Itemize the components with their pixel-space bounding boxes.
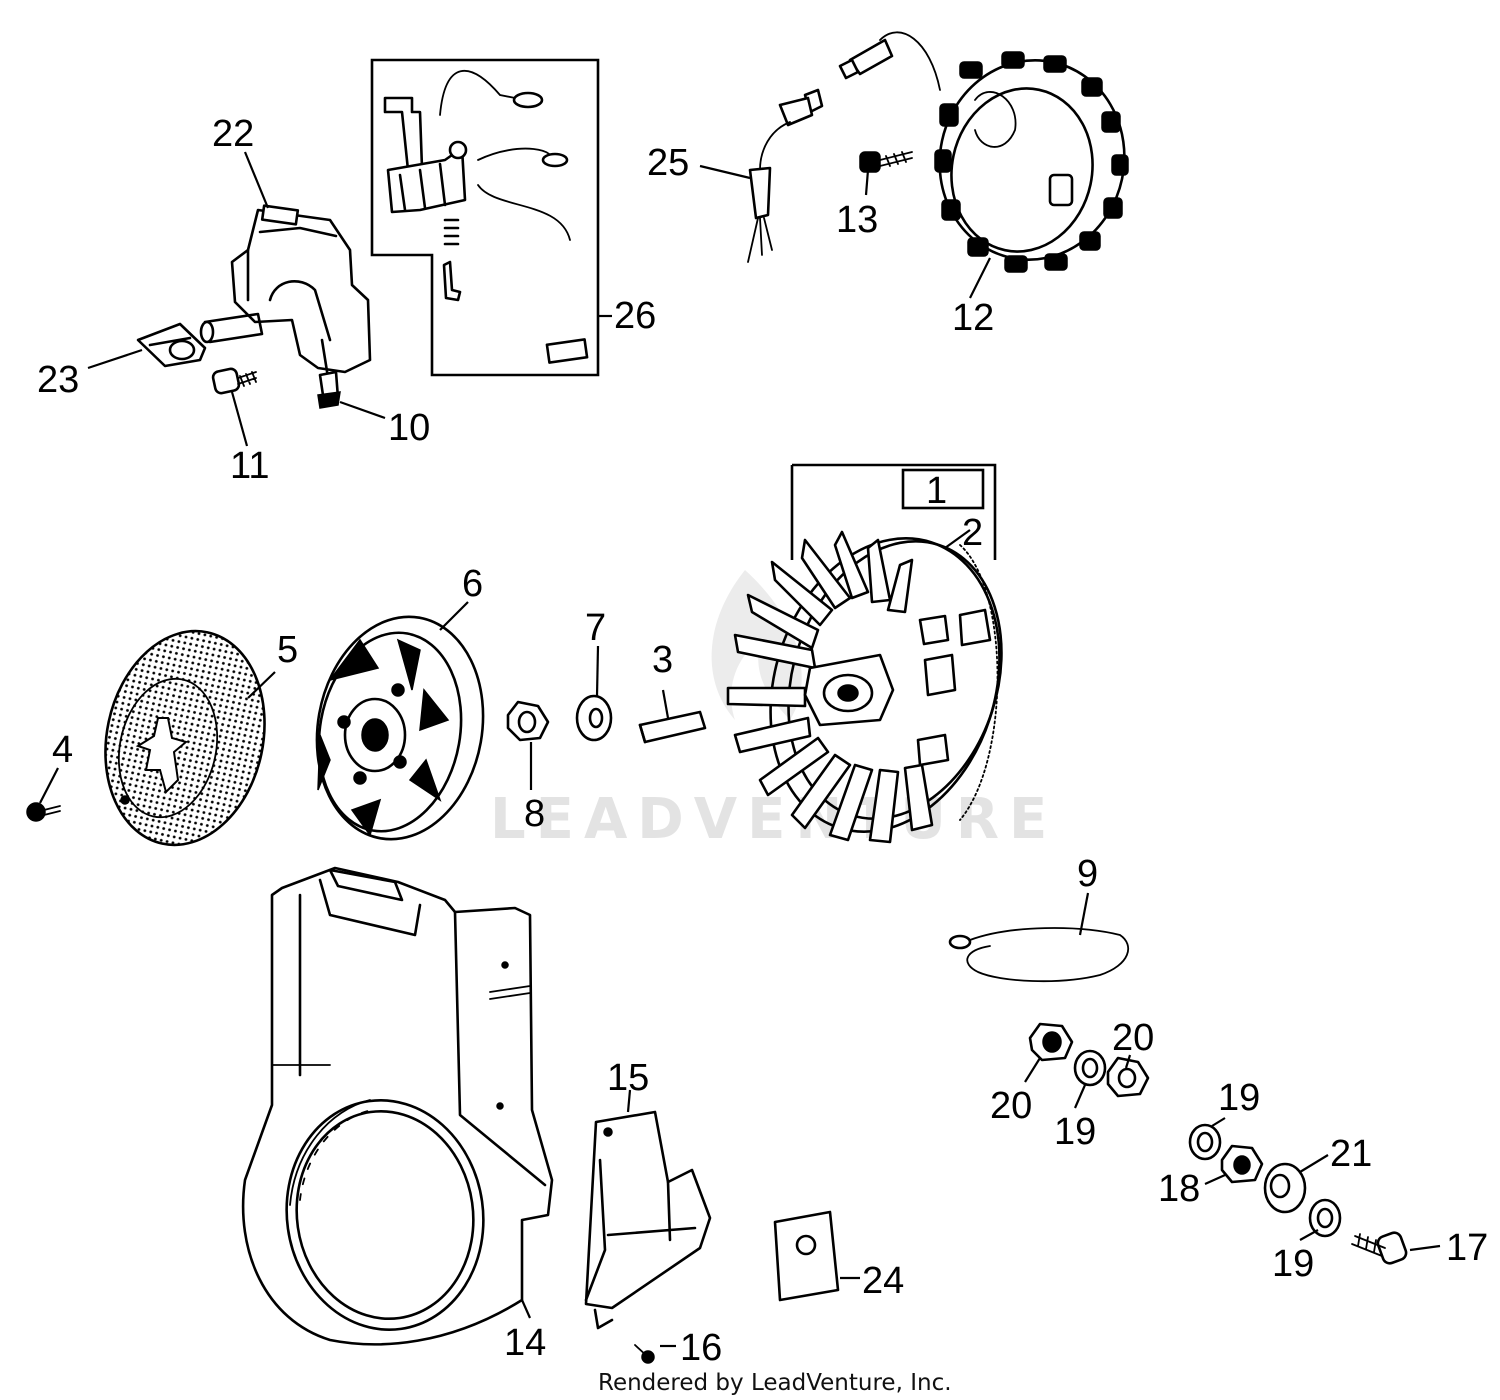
- callout-5: 5: [277, 629, 298, 671]
- callout-12: 12: [952, 297, 994, 339]
- callout-8: 8: [524, 793, 545, 835]
- callout-14: 14: [504, 1322, 546, 1364]
- lead-wire-part: [747, 88, 824, 263]
- callout-4: 4: [52, 729, 73, 771]
- ground-wire-part: [948, 927, 1130, 983]
- nut-part: [506, 700, 550, 742]
- callout-15: 15: [607, 1057, 649, 1099]
- callout-25: 25: [647, 142, 689, 184]
- blower-housing-part: [241, 866, 554, 1346]
- starter-cup-part: [315, 615, 485, 841]
- callout-19-a: 19: [1054, 1111, 1096, 1153]
- hardware-parts: [1028, 1022, 1408, 1265]
- callout-26: 26: [614, 295, 656, 337]
- callout-3: 3: [652, 639, 673, 681]
- stator-part: [838, 31, 1129, 273]
- callout-20-b: 20: [1112, 1017, 1154, 1059]
- screw-part: [211, 367, 257, 395]
- gasket-plate-part: [773, 1210, 840, 1302]
- callout-22: 22: [212, 113, 254, 155]
- callout-21: 21: [1330, 1133, 1372, 1175]
- breaker-kit-box: [370, 58, 612, 377]
- baffle-part: [584, 1110, 712, 1330]
- callout-7: 7: [585, 607, 606, 649]
- watermark-text: LEADVENTURE: [490, 787, 1057, 852]
- callout-19-b: 19: [1218, 1077, 1260, 1119]
- callout-6: 6: [462, 563, 483, 605]
- key-part: [638, 710, 707, 744]
- callout-19-c: 19: [1272, 1243, 1314, 1285]
- callout-labels: 1 2 3 4 5 6 7 8 9 10 11 12 13 14 15 16 1…: [37, 113, 1488, 1369]
- washer-part: [575, 694, 613, 742]
- baffle-screw-part: [634, 1344, 655, 1364]
- clip-part: [136, 322, 207, 368]
- callout-9: 9: [1077, 853, 1098, 895]
- callout-18: 18: [1158, 1168, 1200, 1210]
- callout-11: 11: [230, 445, 269, 487]
- callout-20-a: 20: [990, 1085, 1032, 1127]
- ignition-module-part: [199, 204, 372, 409]
- callout-24: 24: [862, 1260, 904, 1302]
- callout-10: 10: [388, 407, 430, 449]
- flywheel-part: [726, 463, 1003, 844]
- watermark: LEADVENTURE: [490, 570, 1057, 852]
- screen-screw-part: [26, 802, 61, 822]
- callout-2: 2: [962, 512, 983, 554]
- leader-lines: [39, 151, 1441, 1348]
- callout-17: 17: [1446, 1227, 1488, 1269]
- callout-13: 13: [836, 199, 878, 241]
- screen-part: [104, 629, 266, 847]
- render-credit: Rendered by LeadVenture, Inc.: [598, 1370, 952, 1396]
- callout-23: 23: [37, 359, 79, 401]
- callout-16: 16: [680, 1327, 722, 1369]
- stator-screw-part: [859, 151, 913, 173]
- callout-1: 1: [926, 470, 947, 512]
